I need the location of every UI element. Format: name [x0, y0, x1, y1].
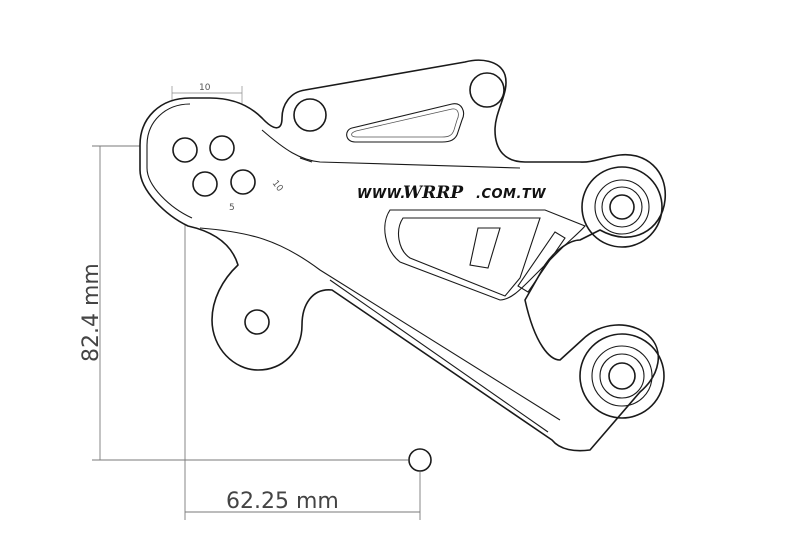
mounting-hole	[192, 171, 218, 197]
bracket-body	[139, 59, 666, 452]
hole-spacing-bottom-label: 5	[229, 203, 235, 213]
mounting-hole	[172, 137, 198, 163]
upper-bearing	[581, 166, 663, 248]
brand-prefix: WWW.	[357, 187, 406, 202]
brand-mark: WWW. WRRP .COM.TW	[357, 183, 546, 203]
reference-point-marker	[408, 448, 432, 472]
lower-bearing	[579, 333, 665, 419]
vertical-dimension-label: 82.4 mm	[79, 263, 104, 362]
brand-logo: WRRP	[403, 183, 464, 203]
horizontal-dimension-label: 62.25 mm	[226, 489, 339, 514]
mounting-hole	[230, 169, 256, 195]
brand-suffix: .COM.TW	[476, 187, 546, 202]
top-right-bolt-hole	[469, 72, 505, 108]
hole-spacing-top-label: 10	[199, 83, 211, 93]
upper-bolt-hole	[293, 98, 327, 132]
pivot-hole	[244, 309, 270, 335]
mounting-hole	[209, 135, 235, 161]
